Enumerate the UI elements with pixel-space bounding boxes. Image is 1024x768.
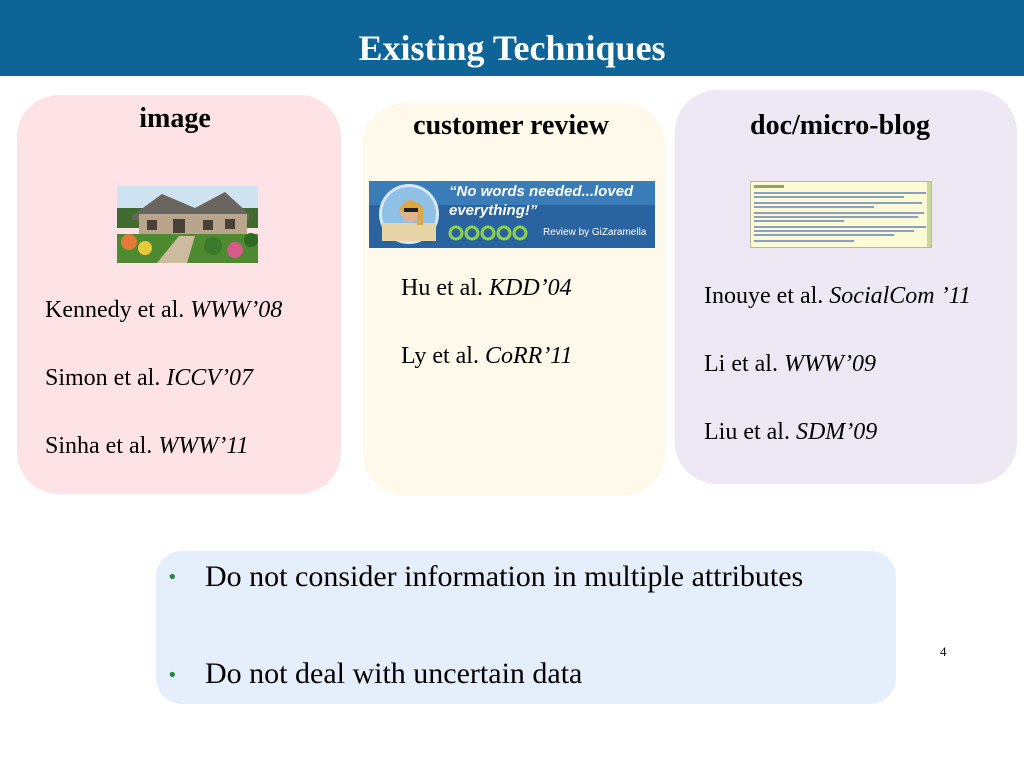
review-credit: Review by GiZaramella	[543, 227, 647, 238]
ref-simon: Simon et al. ICCV’07	[45, 365, 253, 391]
title-bar	[0, 0, 1024, 76]
review-banner: “No words needed...loved everything!” Re…	[369, 181, 655, 248]
ref-inouye: Inouye et al. SocialCom ’11	[704, 283, 971, 309]
card-review	[363, 103, 665, 496]
card-blog	[675, 90, 1017, 484]
ref-liu: Liu et al. SDM’09	[704, 419, 878, 445]
review-quote-line1: “No words needed...loved	[449, 183, 634, 200]
ref-hu: Hu et al. KDD’04	[401, 275, 572, 301]
bullet-icon: •	[167, 665, 178, 686]
page-number: 4	[940, 644, 947, 659]
bullet-icon: •	[167, 567, 178, 588]
document-thumbnail	[750, 181, 932, 248]
slide-title: Existing Techniques	[358, 28, 666, 68]
card-review-heading: customer review	[413, 110, 609, 141]
ref-kennedy: Kennedy et al. WWW’08	[45, 297, 283, 323]
bullet-item-1: Do not consider information in multiple …	[205, 560, 804, 593]
review-quote-line2: everything!”	[449, 202, 538, 219]
ref-ly: Ly et al. CoRR’11	[401, 343, 573, 369]
bullet-item-2: Do not deal with uncertain data	[205, 657, 583, 690]
card-image-heading: image	[139, 103, 211, 134]
ref-li: Li et al. WWW’09	[704, 351, 876, 377]
limitations-box	[156, 551, 896, 704]
card-blog-heading: doc/micro-blog	[750, 110, 930, 141]
house-photo	[117, 186, 258, 263]
ref-sinha: Sinha et al. WWW’11	[45, 433, 249, 459]
card-image	[17, 95, 341, 494]
